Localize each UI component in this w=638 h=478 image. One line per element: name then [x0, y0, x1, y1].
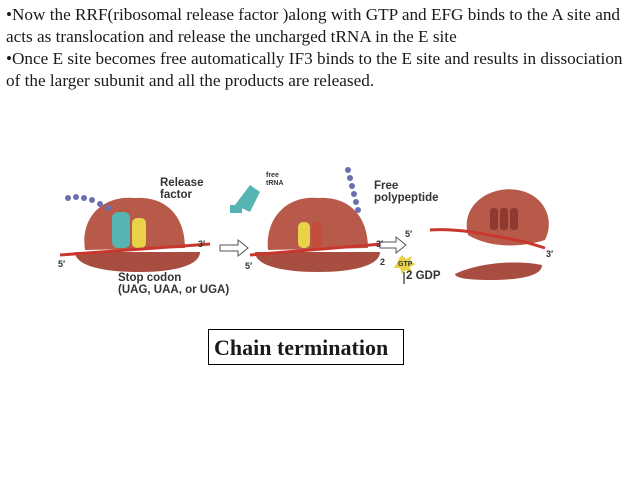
release-factor-label: Release factor — [160, 177, 203, 201]
arrow-1 — [219, 238, 249, 258]
three-prime-2: 3′ — [376, 239, 384, 249]
five-prime-1: 5′ — [58, 259, 66, 269]
release-factor-line2: factor — [160, 189, 192, 201]
ribosome-1 — [59, 194, 211, 272]
two-gdp-label: 2 GDP — [406, 270, 441, 282]
release-factor-line1: Release — [160, 177, 204, 189]
stop-codon-label: Stop codon (UAG, UAA, or UGA) — [118, 272, 229, 296]
five-prime-2: 5′ — [245, 261, 253, 271]
bullet-2: •Once E site becomes free automatically … — [6, 49, 623, 90]
arrow-2 — [379, 235, 407, 255]
free-trna — [230, 185, 260, 213]
gtp-label: GTP — [398, 261, 413, 268]
polypeptide-chain — [345, 167, 361, 213]
two-label: 2 — [380, 257, 386, 267]
stop-codon-line2: (UAG, UAA, or UGA) — [118, 284, 230, 296]
free-trna-line2: tRNA — [266, 180, 284, 187]
five-prime-3: 5′ — [405, 229, 413, 239]
three-prime-3: 3′ — [546, 249, 554, 259]
free-polypeptide-label: Free polypeptide — [374, 180, 439, 204]
stop-codon-line1: Stop codon — [118, 272, 182, 284]
caption: Chain termination — [214, 335, 389, 360]
ribosome-3 — [429, 189, 549, 280]
termination-diagram: Release factor free tRNA Free polypeptid… — [50, 160, 570, 310]
caption-box — [208, 329, 404, 365]
diagram-art — [59, 167, 549, 284]
bullet-1: •Now the RRF(ribosomal release factor )a… — [6, 5, 621, 46]
ribosome-2 — [249, 197, 383, 272]
bullet-text: •Now the RRF(ribosomal release factor )a… — [6, 4, 634, 92]
free-polypeptide-line1: Free — [374, 180, 399, 192]
gtp-burst — [394, 255, 416, 274]
free-trna-line1: free — [266, 172, 279, 179]
free-trna-label: free tRNA — [266, 172, 284, 188]
three-prime-1: 3′ — [198, 239, 206, 249]
free-polypeptide-line2: polypeptide — [374, 192, 439, 204]
